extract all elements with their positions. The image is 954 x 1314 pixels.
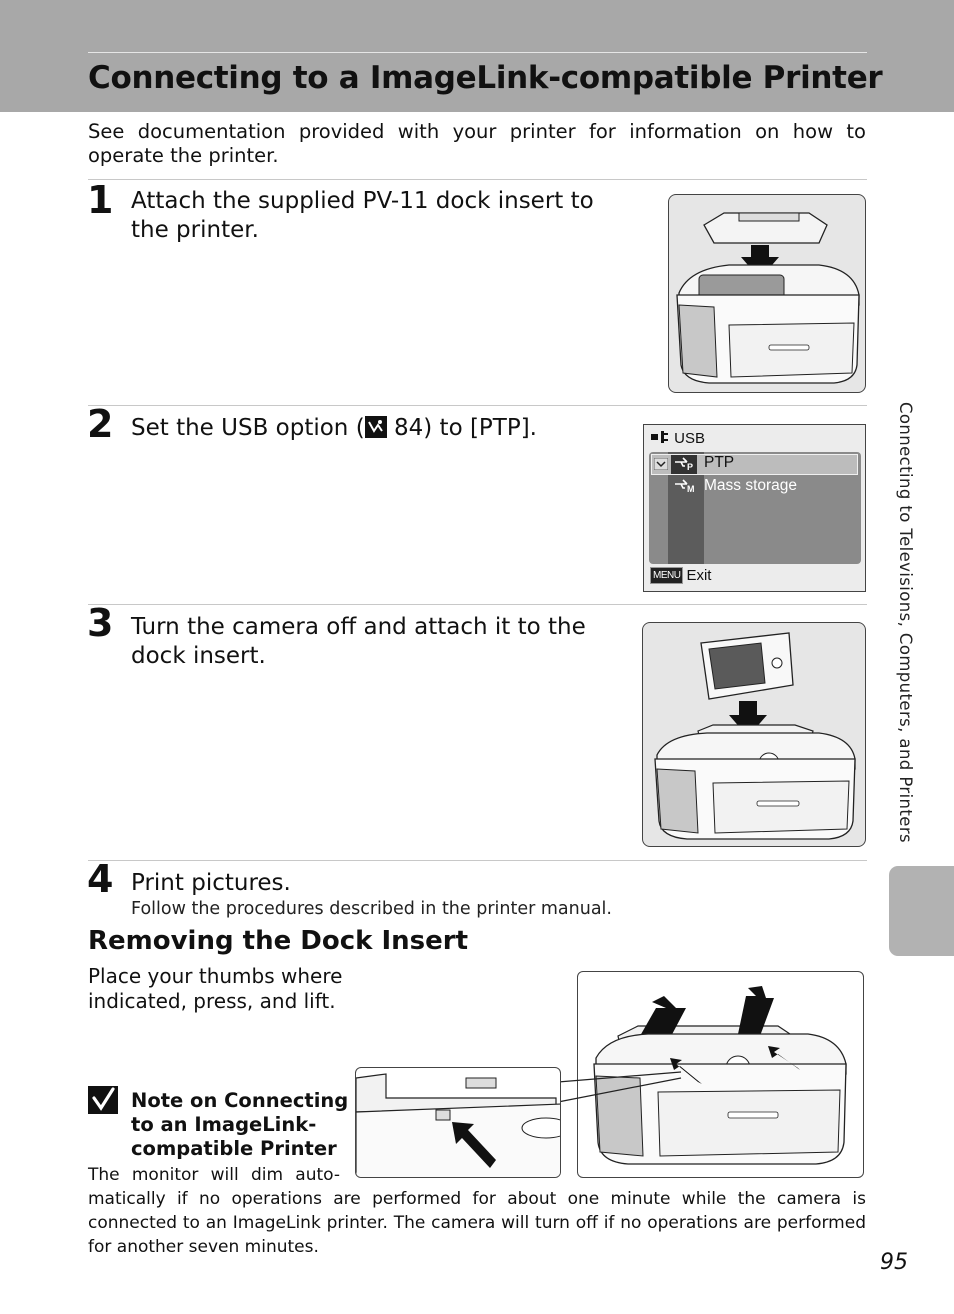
divider xyxy=(88,604,867,605)
step-1-text: Attach the supplied PV-11 dock insert to… xyxy=(131,188,594,243)
step-2-number: 2 xyxy=(87,402,114,446)
usb-menu-header: USB xyxy=(650,429,705,447)
usb-exit-label: Exit xyxy=(686,567,712,584)
step-1-number: 1 xyxy=(87,178,114,222)
note-body-line1: The monitor will dim auto- xyxy=(88,1165,340,1185)
thumb-position-drawing xyxy=(356,1073,560,1177)
usb-ptp-icon-letter: P xyxy=(687,462,694,472)
step-2-text-after: 84) to [PTP]. xyxy=(386,415,537,441)
note-title: Note on Connecting to an ImageLink-compa… xyxy=(131,1089,349,1160)
usb-option-mass-storage[interactable]: Mass storage xyxy=(704,477,798,494)
page-number: 95 xyxy=(880,1250,908,1275)
usb-mass-storage-icon: M xyxy=(671,477,697,496)
usb-mass-icon-letter: M xyxy=(687,484,695,494)
step-2-text-before: Set the USB option ( xyxy=(131,415,365,441)
reference-icon-glyph xyxy=(367,420,383,433)
header-rule xyxy=(88,52,867,53)
reference-icon xyxy=(364,416,387,438)
page-title: Connecting to a ImageLink-compatible Pri… xyxy=(88,60,883,96)
thumb-position-closeup xyxy=(355,1067,561,1178)
divider xyxy=(88,179,867,180)
divider xyxy=(88,860,867,861)
camera-dock-illustration xyxy=(642,622,866,847)
printer-with-dock-insert-drawing xyxy=(676,212,860,384)
side-tab-marker xyxy=(889,866,954,956)
checkmark-icon xyxy=(88,1086,118,1114)
usb-icon xyxy=(675,457,688,467)
side-tab-label: Connecting to Televisions, Computers, an… xyxy=(896,402,915,844)
step-4-subtext: Follow the procedures described in the p… xyxy=(131,899,612,919)
setup-icon xyxy=(651,431,668,443)
usb-menu-title: USB xyxy=(674,430,706,447)
camera-on-printer-drawing xyxy=(654,632,856,840)
usb-selection-highlight xyxy=(651,454,858,475)
callout-lines xyxy=(557,1071,682,1103)
printer-dock-illustration xyxy=(668,194,866,393)
usb-ptp-icon: P xyxy=(671,455,697,474)
step-4-number: 4 xyxy=(87,857,114,901)
step-3-text: Turn the camera off and attach it to the… xyxy=(131,614,586,669)
checkmark-note-icon xyxy=(88,1086,118,1114)
usb-icon xyxy=(675,479,688,489)
note-body: matically if no operations are performed… xyxy=(88,1189,866,1257)
remove-dock-illustration xyxy=(577,971,864,1178)
menu-button-icon: MENU xyxy=(650,567,684,584)
step-3-number: 3 xyxy=(87,601,114,645)
chevron-down-icon xyxy=(654,458,668,470)
intro-text: See documentation provided with your pri… xyxy=(88,120,866,167)
usb-option-ptp[interactable]: PTP xyxy=(704,454,735,471)
divider xyxy=(88,405,867,406)
remove-dock-drawing xyxy=(593,986,847,1165)
step-2-text: Set the USB option ( 84) to [PTP]. xyxy=(131,414,601,443)
step-4-text: Print pictures. xyxy=(131,870,291,896)
header-band xyxy=(0,0,954,112)
removing-instructions: Place your thumbs where indicated, press… xyxy=(88,964,343,1013)
section-heading-removing: Removing the Dock Insert xyxy=(88,926,469,956)
